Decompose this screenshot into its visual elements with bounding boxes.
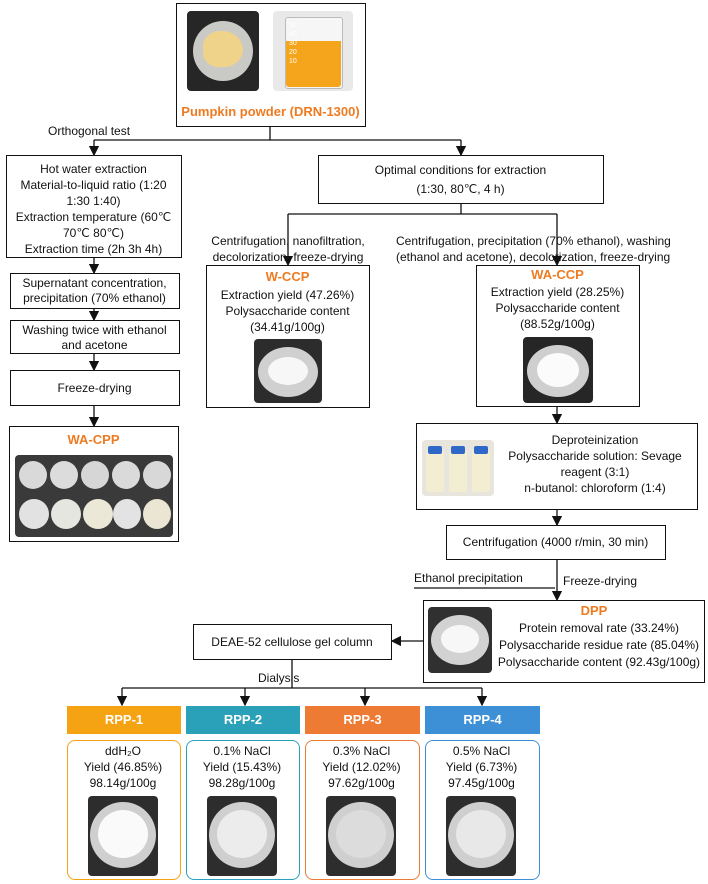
pumpkin-powder-photo — [187, 11, 259, 91]
rpp-3-line: 0.3% NaCl — [332, 744, 391, 758]
wa-ccp-box: WA-CCP Extraction yield (28.25%) Polysac… — [476, 265, 640, 407]
washing-line: and acetone — [61, 338, 128, 352]
dpp-photo — [428, 607, 492, 673]
freeze-drying-box: Freeze-drying — [10, 370, 180, 406]
hot-water-line: Hot water extraction — [40, 162, 147, 176]
rpp-2-line: 0.1% NaCl — [213, 744, 271, 758]
centrifugation-label: Centrifugation (4000 r/min, 30 min) — [462, 535, 649, 549]
rpp-3-line: Yield (12.02%) — [322, 760, 401, 774]
freeze-drying-label: Freeze-drying — [57, 381, 132, 395]
hot-water-line: 70℃ 80℃) — [63, 226, 124, 240]
w-ccp-title: W-CCP — [265, 269, 310, 284]
right-process-line: (ethanol and acetone), decolorization, f… — [396, 250, 671, 264]
rpp-2-line: 98.28g/100g — [208, 776, 276, 790]
washing-box: Washing twice with ethanol and acetone — [10, 320, 180, 354]
dpp-line: Polysaccharide content (92.43g/100g) — [497, 655, 701, 669]
washing-line: Washing twice with ethanol — [22, 323, 167, 337]
wa-ccp-line: Extraction yield (28.25%) — [490, 285, 625, 299]
deproteinization-line: Deproteinization — [551, 433, 639, 447]
deproteinization-line: Polysaccharide solution: Sevage — [508, 449, 682, 463]
wa-cpp-box: WA-CPP — [9, 426, 179, 542]
deae-column-box: DEAE-52 cellulose gel column — [193, 624, 392, 660]
hot-water-line: 1:30 1:40) — [66, 194, 121, 208]
dpp-line: Protein removal rate (33.24%) — [518, 621, 680, 635]
dialysis-label: Dialysis — [258, 671, 300, 685]
mid-process-line: decolorization, freeze-drying — [212, 250, 364, 264]
wa-ccp-line: Polysaccharide content — [495, 301, 620, 315]
optimal-line: (1:30, 80℃, 4 h) — [416, 182, 505, 196]
w-ccp-line: Polysaccharide content — [225, 304, 350, 318]
rpp-3-photo — [326, 796, 396, 876]
rpp-4-line: Yield (6.73%) — [445, 760, 518, 774]
rpp-2-card: 0.1% NaCl Yield (15.43%) 98.28g/100g — [186, 740, 300, 880]
centrifugation-box: Centrifugation (4000 r/min, 30 min) — [446, 525, 666, 560]
dpp-line: Polysaccharide residue rate (85.04%) — [498, 638, 700, 652]
hot-water-line: Extraction temperature (60℃ — [15, 210, 172, 224]
pumpkin-powder-title: Pumpkin powder (DRN-1300) — [181, 104, 360, 119]
sevage-bottles-photo — [422, 440, 494, 496]
supernatant-line: precipitation (70% ethanol) — [23, 291, 166, 305]
orthogonal-test-label: Orthogonal test — [48, 124, 131, 138]
w-ccp-box: W-CCP Extraction yield (47.26%) Polysacc… — [206, 265, 370, 408]
wa-ccp-photo — [523, 337, 593, 403]
mid-process-line: Centrifugation, nanofiltration, — [211, 234, 365, 248]
hot-water-extraction-box: Hot water extraction Material-to-liquid … — [6, 155, 182, 258]
supernatant-line: Supernatant concentration, — [22, 276, 167, 290]
wa-ccp-line: (88.52g/100g) — [520, 317, 595, 331]
rpp-4-line: 97.45g/100g — [448, 776, 515, 790]
optimal-conditions-box: Optimal conditions for extraction (1:30,… — [318, 155, 604, 204]
wa-cpp-title: WA-CPP — [67, 432, 120, 447]
rpp-1-photo — [88, 796, 158, 876]
w-ccp-photo — [254, 339, 322, 403]
rpp-1-header: RPP-1 — [67, 706, 181, 734]
rpp-4-card: 0.5% NaCl Yield (6.73%) 97.45g/100g — [425, 740, 540, 880]
rpp-1-line: 98.14g/100g — [89, 776, 157, 790]
rpp-4-header: RPP-4 — [425, 706, 540, 734]
dpp-box: DPP Protein removal rate (33.24%) Polysa… — [423, 600, 705, 683]
dpp-title: DPP — [580, 603, 608, 618]
ethanol-precipitation-label: Ethanol precipitation — [414, 571, 523, 585]
rpp-4-photo — [446, 796, 516, 876]
hot-water-line: Material-to-liquid ratio (1:20 — [20, 178, 167, 192]
rpp-2-line: Yield (15.43%) — [202, 760, 282, 774]
rpp-1-line: Yield (46.85%) — [83, 760, 163, 774]
w-ccp-line: (34.41g/100g) — [250, 320, 325, 334]
rpp-4-line: 0.5% NaCl — [452, 744, 511, 758]
rpp-2-header: RPP-2 — [186, 706, 300, 734]
rpp-3-header: RPP-3 — [305, 706, 420, 734]
rpp-1-card: ddH₂O Yield (46.85%) 98.14g/100g — [67, 740, 181, 880]
rpp-1-line: ddH₂O — [104, 744, 141, 758]
rpp-2-photo — [207, 796, 277, 876]
freeze-drying-label-2: Freeze-drying — [563, 574, 638, 588]
w-ccp-line: Extraction yield (47.26%) — [220, 288, 355, 302]
supernatant-box: Supernatant concentration, precipitation… — [10, 273, 180, 309]
deproteinization-line: reagent (3:1) — [560, 465, 630, 479]
right-process-line: Centrifugation, precipitation (70% ethan… — [396, 234, 671, 248]
deproteinization-line: n-butanol: chloroform (1:4) — [524, 481, 666, 495]
wa-ccp-title: WA-CCP — [531, 267, 584, 282]
deproteinization-box: Deproteinization Polysaccharide solution… — [416, 423, 698, 510]
rpp-3-card: 0.3% NaCl Yield (12.02%) 97.62g/100g — [305, 740, 420, 880]
deae-label: DEAE-52 cellulose gel column — [211, 635, 373, 649]
rpp-3-line: 97.62g/100g — [328, 776, 395, 790]
wa-cpp-photo — [15, 455, 173, 537]
hot-water-line: Extraction time (2h 3h 4h) — [24, 242, 163, 256]
optimal-line: Optimal conditions for extraction — [374, 163, 547, 177]
